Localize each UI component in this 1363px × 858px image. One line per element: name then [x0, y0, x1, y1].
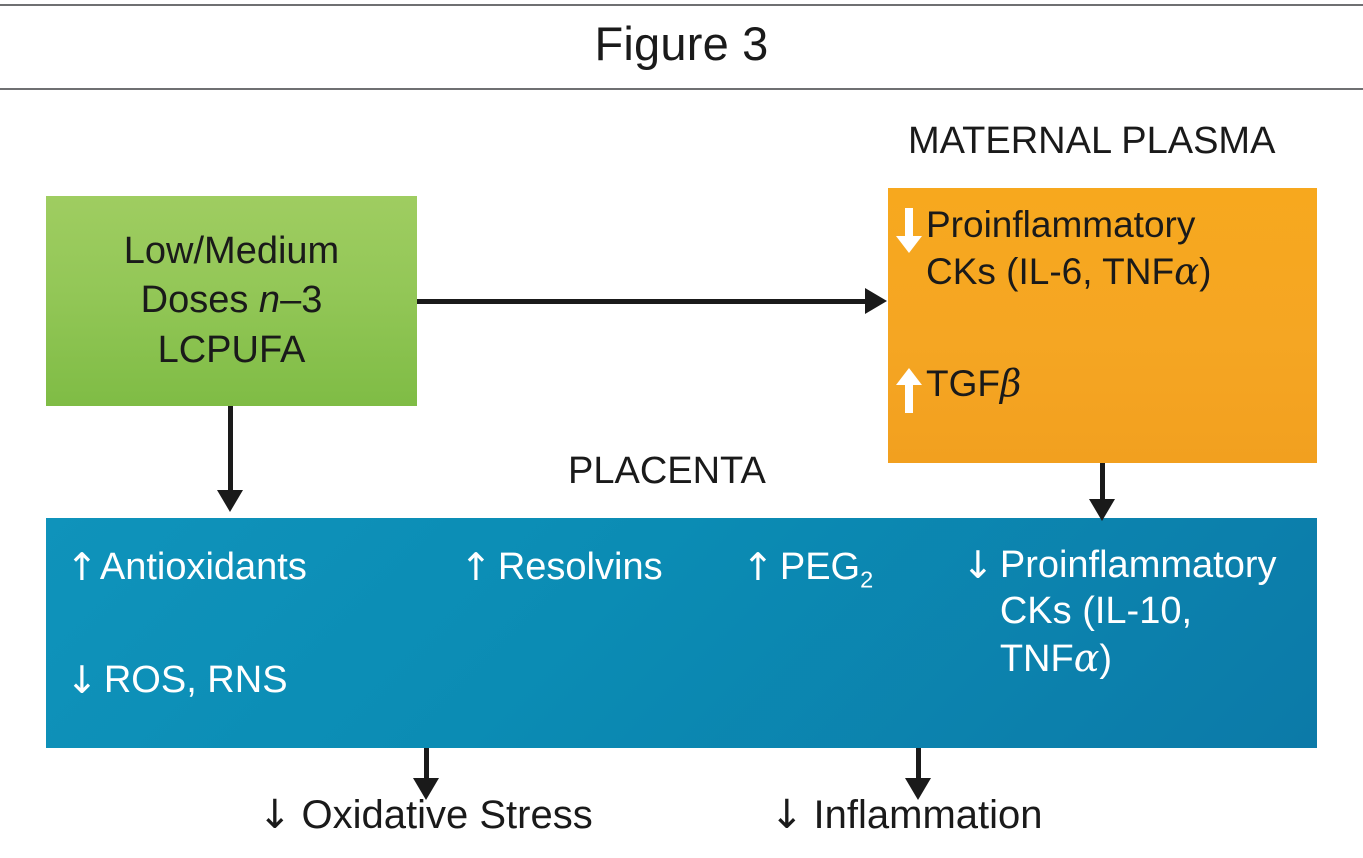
- figure-title: Figure 3: [594, 17, 769, 70]
- down-arrow-icon: ↓: [66, 658, 98, 702]
- orange-item-cks-line1: Proinflammatory: [926, 204, 1196, 245]
- placenta-item-antioxidants: ↑ Antioxidants: [66, 544, 307, 590]
- orange-item-cks-line2-suffix: ): [1199, 250, 1212, 292]
- green-box-line2-suffix: –3: [280, 279, 323, 322]
- placenta-item-cks-text: Proinflammatory CKs (IL-10, TNFα): [994, 542, 1312, 682]
- placenta-item-proinflammatory-cks: ↓ Proinflammatory CKs (IL-10, TNFα): [962, 542, 1312, 682]
- section-label-maternal-plasma: MATERNAL PLASMA: [908, 120, 1276, 162]
- green-box-line2-italic-n: n: [258, 279, 281, 322]
- greek-alpha-icon: α: [1073, 635, 1100, 680]
- up-arrow-icon: ↑: [460, 545, 492, 589]
- orange-item-tgf-text: TGFβ: [922, 361, 1021, 408]
- up-arrow-icon: [896, 367, 922, 414]
- placenta-item-peg2-label: PEG2: [774, 544, 873, 594]
- orange-box-maternal-plasma: Proinflammatory CKs (IL-6, TNFα) TGFβ: [888, 188, 1317, 463]
- placenta-item-resolvins-label: Resolvins: [497, 546, 663, 588]
- placenta-item-ros-rns: ↓ ROS, RNS: [66, 657, 288, 703]
- placenta-item-antioxidants-label: Antioxidants: [99, 546, 307, 588]
- orange-item-tgf-prefix: TGF: [926, 363, 1000, 405]
- greek-beta-icon: β: [999, 362, 1022, 406]
- down-arrow-icon: [896, 208, 922, 254]
- down-arrow-icon: ↓: [962, 543, 994, 587]
- green-box-line3: LCPUFA: [157, 328, 306, 371]
- down-arrow-icon: ↓: [770, 792, 804, 838]
- placenta-item-cks-line2-prefix: CKs (IL-10, TNF: [999, 590, 1193, 680]
- blue-box-placenta: [46, 518, 1317, 748]
- outcome-inflammation: ↓ Inflammation: [770, 792, 1043, 838]
- header-rule-bottom: [0, 88, 1363, 90]
- greek-alpha-icon: α: [1174, 249, 1200, 293]
- orange-item-tgf-beta: TGFβ: [896, 361, 1317, 414]
- green-box-line1: Low/Medium: [123, 229, 340, 272]
- outcome-inflammation-label: Inflammation: [813, 793, 1043, 837]
- outcome-oxidative-stress: ↓ Oxidative Stress: [258, 792, 593, 838]
- placenta-item-peg2-subscript: 2: [860, 566, 874, 593]
- section-label-placenta: PLACENTA: [568, 450, 766, 492]
- placenta-item-ros-rns-label: ROS, RNS: [103, 659, 288, 701]
- orange-item-cks-text: Proinflammatory CKs (IL-6, TNFα): [922, 202, 1211, 295]
- outcome-oxidative-stress-label: Oxidative Stress: [301, 793, 593, 837]
- green-box-line2-prefix: Doses: [140, 279, 259, 322]
- figure-header: Figure 3: [0, 0, 1363, 92]
- placenta-item-peg2: ↑ PEG2: [742, 544, 873, 594]
- green-box-intervention: Low/Medium Doses n–3 LCPUFA: [46, 196, 417, 406]
- placenta-item-cks-line1: Proinflammatory: [999, 544, 1277, 586]
- up-arrow-icon: ↑: [742, 545, 774, 589]
- figure-diagram: MATERNAL PLASMA PLACENTA Low/Medium Dose…: [0, 92, 1363, 858]
- green-box-text: Low/Medium Doses n–3 LCPUFA: [116, 227, 347, 375]
- orange-item-proinflammatory-cks: Proinflammatory CKs (IL-6, TNFα): [896, 202, 1317, 295]
- header-rule-top: [0, 4, 1363, 6]
- up-arrow-icon: ↑: [66, 545, 98, 589]
- down-arrow-icon: ↓: [258, 792, 292, 838]
- placenta-item-cks-line2-suffix: ): [1099, 637, 1113, 680]
- placenta-item-peg2-prefix: PEG: [779, 546, 861, 588]
- placenta-item-resolvins: ↑ Resolvins: [460, 544, 663, 590]
- orange-item-cks-line2-prefix: CKs (IL-6, TNF: [926, 250, 1175, 292]
